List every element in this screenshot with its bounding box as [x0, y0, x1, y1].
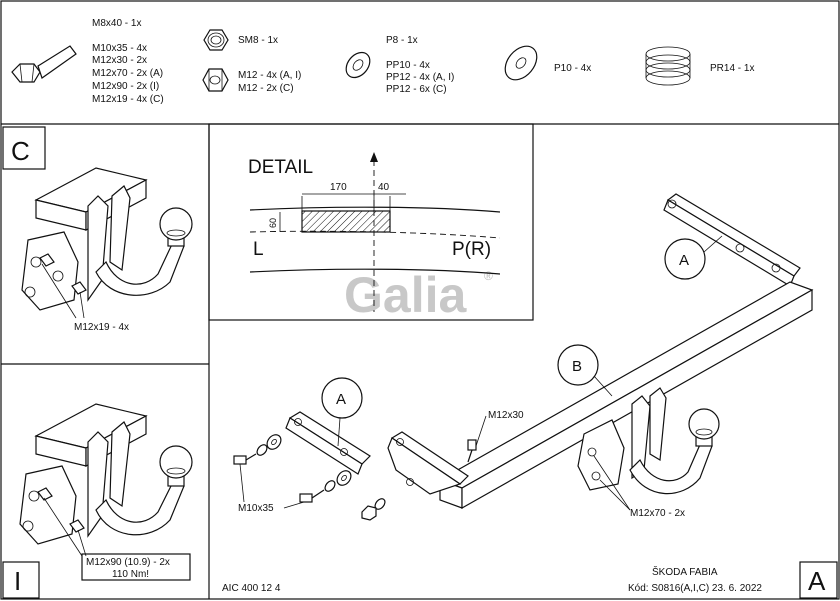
bolt-m8x40-label: M8x40 - 1x	[92, 18, 141, 29]
main-assembly: A B A M12x30 M10x35 M12x70 - 2x	[233, 193, 814, 521]
panel-c: C M12x19 - 4x	[2, 126, 193, 333]
drawing-code: AIC 400 12 4	[222, 583, 281, 594]
detail-title: DETAIL	[248, 157, 313, 178]
label-pr: P(R)	[452, 239, 491, 260]
bolt-m10x35-label: M10x35 - 4x	[92, 43, 147, 54]
bolt-m12x90-label: M12x90 - 2x (I)	[92, 81, 159, 92]
panel-i-torque-label: 110 Nm!	[112, 569, 149, 580]
fastener-stack-lower	[299, 470, 386, 521]
fastener-stack-upper	[233, 434, 282, 465]
tow-ball	[629, 408, 720, 495]
m12x70-label: M12x70 - 2x	[630, 508, 685, 519]
bolt-icon	[11, 45, 77, 83]
bolt-m12x70-label: M12x70 - 2x (A)	[92, 68, 163, 79]
dim-170: 170	[330, 182, 347, 193]
panel-i-bolt-label: M12x90 (10.9) - 2x	[86, 557, 170, 568]
hitch-bracket	[577, 387, 667, 491]
panel-c-bolt-label: M12x19 - 4x	[74, 322, 129, 333]
callout-a-right: A	[664, 235, 723, 280]
washer-p8-icon	[345, 51, 371, 79]
galia-logo: Galia	[344, 267, 467, 323]
bolt-set	[39, 253, 87, 295]
m12x30-label: M12x30	[488, 410, 524, 421]
svg-text:A: A	[679, 252, 689, 269]
bolt-m12x19-label: M12x19 - 4x (C)	[92, 94, 164, 105]
tow-ball	[95, 445, 193, 536]
kod-date: Kód: S0816(A,I,C) 23. 6. 2022	[628, 583, 762, 594]
washer-p10-label: P10 - 4x	[554, 63, 591, 74]
side-bracket-right	[663, 193, 801, 287]
nut-m12-c-label: M12 - 2x (C)	[238, 83, 294, 94]
m12x30-bolt	[467, 439, 477, 463]
washer-pp12-c-label: PP12 - 6x (C)	[386, 84, 447, 95]
side-bracket-left	[285, 411, 469, 495]
panel-i: M12x90 (10.9) - 2x 110 Nm! I	[2, 403, 193, 599]
spring-icon	[645, 46, 691, 86]
parts-list: M8x40 - 1x M10x35 - 4x M12x30 - 2x M12x7…	[11, 18, 754, 105]
dim-40: 40	[378, 182, 390, 193]
label-l: L	[253, 239, 264, 260]
washer-pp12-ai-label: PP12 - 4x (A, I)	[386, 72, 454, 83]
washer-p8-label: P8 - 1x	[386, 35, 418, 46]
nut-sm8-label: SM8 - 1x	[238, 35, 278, 46]
mount-bracket	[19, 421, 131, 545]
footer: AIC 400 12 4 ŠKODA FABIA Kód: S0816(A,I,…	[222, 561, 838, 599]
svg-text:A: A	[336, 391, 346, 408]
tow-ball	[95, 207, 193, 296]
panel-i-letter: I	[14, 566, 21, 596]
mount-bracket	[21, 185, 131, 311]
washer-p10-icon	[504, 45, 538, 81]
dim-60: 60	[268, 218, 278, 228]
vehicle-name: ŠKODA FABIA	[652, 565, 718, 578]
crossbar	[438, 281, 814, 510]
m10x35-label: M10x35	[238, 503, 274, 514]
hex-nut-icon	[202, 68, 229, 92]
washer-pp10-label: PP10 - 4x	[386, 60, 430, 71]
nut-m12-a-label: M12 - 4x (A, I)	[238, 70, 301, 81]
bolt-m12x30-label: M12x30 - 2x	[92, 55, 147, 66]
panel-c-letter: C	[11, 136, 30, 166]
galia-logo-mark: ®	[484, 269, 493, 283]
callout-b: B	[557, 344, 613, 397]
bolt-set	[37, 487, 85, 533]
svg-text:B: B	[572, 358, 582, 375]
detail-view: DETAIL Galia ® 170 40 60 L P(R)	[248, 152, 501, 323]
corner-letter: A	[808, 566, 826, 596]
nylon-nut-icon	[203, 29, 229, 51]
callout-a-left: A	[321, 377, 363, 447]
spring-pr14-label: PR14 - 1x	[710, 63, 754, 74]
